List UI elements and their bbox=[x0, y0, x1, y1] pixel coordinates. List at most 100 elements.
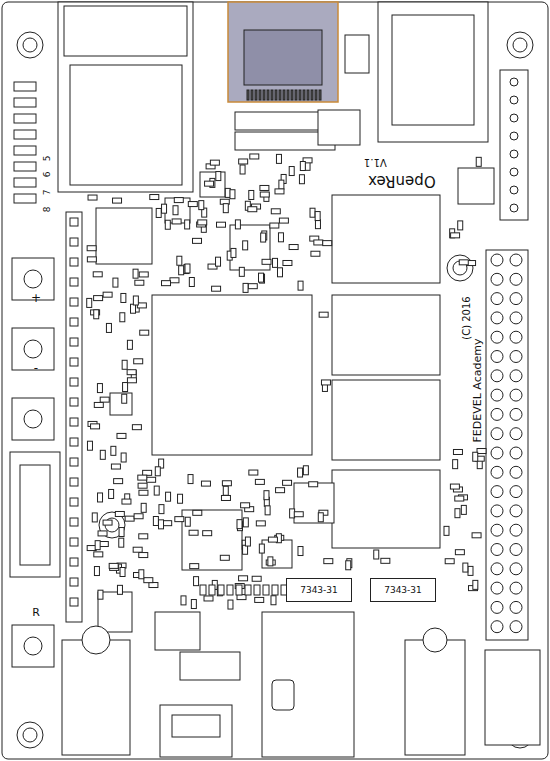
passive-component bbox=[134, 514, 143, 519]
ram-chip bbox=[332, 195, 440, 283]
hdmi-pin bbox=[259, 90, 261, 100]
button-cap bbox=[24, 410, 42, 428]
passive-component bbox=[455, 496, 464, 501]
passive-component bbox=[248, 284, 257, 289]
passive-component bbox=[155, 467, 160, 476]
sd-card-slot bbox=[262, 612, 354, 757]
passive-component bbox=[138, 475, 147, 480]
passive-component bbox=[150, 195, 159, 200]
micro-usb-port bbox=[172, 715, 220, 737]
micro-usb bbox=[160, 705, 232, 757]
passive-component bbox=[259, 544, 264, 553]
passive-component bbox=[260, 185, 269, 190]
passive-component bbox=[139, 272, 148, 277]
passive-component bbox=[159, 520, 164, 529]
ic-package bbox=[294, 483, 334, 523]
passive-component bbox=[131, 304, 136, 313]
passive-component bbox=[98, 590, 103, 599]
passive-component bbox=[216, 172, 221, 181]
passive-component bbox=[87, 441, 92, 450]
passive-component bbox=[473, 452, 478, 461]
passive-component bbox=[120, 568, 125, 577]
passive-component bbox=[156, 208, 161, 217]
passive-component bbox=[271, 209, 280, 214]
passive-component bbox=[231, 248, 236, 257]
passive-component bbox=[463, 563, 468, 572]
passive-component bbox=[87, 246, 96, 251]
header-pin bbox=[510, 370, 522, 382]
tantalum-capacitor: 7343-31 bbox=[370, 578, 436, 602]
passive-component bbox=[93, 272, 102, 277]
passive-component bbox=[94, 402, 103, 407]
passive-component bbox=[143, 470, 152, 475]
passive-component bbox=[299, 175, 304, 184]
header-pin bbox=[510, 293, 522, 305]
passive-component bbox=[453, 460, 458, 469]
header-pin bbox=[70, 298, 78, 306]
audio-jack-barrel bbox=[423, 628, 447, 652]
passive-component bbox=[241, 503, 250, 508]
passive-component bbox=[272, 585, 278, 595]
header-pin bbox=[491, 544, 503, 556]
button-label: + bbox=[31, 292, 41, 304]
passive-component bbox=[103, 520, 112, 525]
ic-package bbox=[262, 540, 292, 568]
hdmi-pin bbox=[307, 90, 309, 100]
audio-jack bbox=[485, 650, 540, 745]
passive-component bbox=[120, 313, 125, 322]
passive-component bbox=[94, 567, 99, 576]
passive-component bbox=[141, 503, 146, 512]
ram-chip bbox=[332, 295, 440, 375]
passive-component bbox=[125, 516, 134, 521]
header-pin bbox=[491, 331, 503, 343]
hdmi-pin bbox=[251, 90, 253, 100]
led bbox=[14, 194, 36, 203]
passive-component bbox=[95, 541, 100, 550]
header-pin bbox=[510, 389, 522, 401]
company-label: FEDEVEL Academy bbox=[473, 338, 484, 442]
passive-component bbox=[458, 221, 463, 230]
led-label: 8 bbox=[43, 206, 52, 212]
passive-component bbox=[97, 384, 102, 393]
passive-component bbox=[321, 380, 330, 385]
passive-component bbox=[111, 446, 116, 455]
header-pin bbox=[510, 331, 522, 343]
passive-component bbox=[445, 559, 454, 564]
passive-component bbox=[255, 479, 264, 484]
header-pin bbox=[510, 408, 522, 420]
passive-component bbox=[91, 424, 100, 429]
passive-component bbox=[100, 450, 105, 459]
passive-component bbox=[237, 520, 242, 529]
passive-component bbox=[298, 281, 303, 290]
passive-component bbox=[193, 238, 202, 243]
header-pin bbox=[70, 438, 78, 446]
sd-latch bbox=[272, 680, 294, 710]
passive-component bbox=[265, 506, 270, 515]
header-pin bbox=[510, 621, 522, 633]
pin-header bbox=[486, 250, 528, 640]
led-label: 6 bbox=[43, 171, 52, 177]
led bbox=[14, 146, 36, 155]
header-pin bbox=[70, 378, 78, 386]
passive-component bbox=[98, 531, 107, 536]
passive-component bbox=[134, 359, 143, 364]
passive-component bbox=[319, 312, 328, 317]
header-pin bbox=[491, 370, 503, 382]
led bbox=[14, 130, 36, 139]
passive-component bbox=[223, 204, 228, 213]
passive-component bbox=[444, 526, 449, 535]
sata-connector bbox=[10, 452, 60, 577]
hdmi-pin bbox=[275, 90, 277, 100]
component-outline bbox=[180, 652, 240, 680]
passive-component bbox=[94, 310, 99, 319]
ic-package bbox=[182, 510, 242, 570]
passive-component bbox=[450, 484, 459, 489]
led bbox=[14, 98, 36, 107]
header-pin bbox=[510, 312, 522, 324]
passive-component bbox=[159, 505, 164, 514]
passive-component bbox=[216, 257, 221, 266]
passive-component bbox=[210, 160, 219, 165]
passive-component bbox=[212, 286, 221, 291]
passive-component bbox=[276, 154, 281, 163]
button-label: R bbox=[32, 607, 40, 618]
